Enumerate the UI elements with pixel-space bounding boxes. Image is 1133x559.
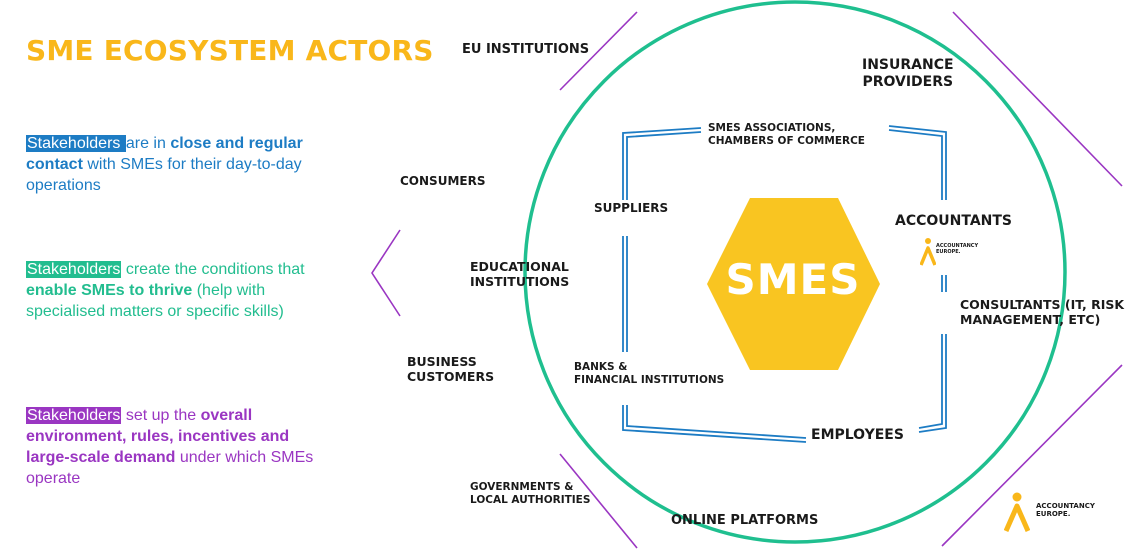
label-line: LOCAL AUTHORITIES (470, 493, 591, 506)
accountancy-europe-icon (1003, 492, 1031, 533)
label-line: BANKS & (574, 361, 628, 373)
label-line: SMES ASSOCIATIONS, (708, 122, 836, 134)
logo-line: ACCOUNTANCY (1036, 502, 1095, 510)
accountancy-europe-logo-small: ACCOUNTANCY EUROPE. (919, 238, 978, 271)
label-line: INSURANCE (862, 57, 954, 73)
text-segment: are in (125, 135, 171, 152)
stakeholders-close-contact-text: Stakeholders are in close and regular co… (26, 133, 326, 196)
text-segment: (help with specialised matters or specif… (26, 282, 284, 320)
stakeholders-highlight: Stakeholders (26, 261, 122, 278)
inner-square (622, 125, 947, 443)
logo-line: EUROPE. (936, 249, 961, 255)
consumers-label: CONSUMERS (400, 174, 486, 188)
label-line: PROVIDERS (862, 74, 954, 91)
label-line: EDUCATIONAL (470, 259, 569, 274)
smes-hexagon (707, 198, 880, 370)
educational-institutions-label: EDUCATIONAL INSTITUTIONS (470, 259, 569, 290)
online-platforms-label: ONLINE PLATFORMS (671, 513, 819, 528)
page-title: SME ECOSYSTEM ACTORS (26, 34, 434, 67)
stakeholders-environment-text: Stakeholders set up the overall environm… (26, 405, 326, 489)
employees-label: EMPLOYEES (811, 427, 904, 443)
emphasis-text: overall environment, rules, incentives a… (26, 407, 290, 466)
stakeholders-highlight: Stakeholders (26, 407, 122, 424)
stakeholders-highlight: Stakeholders (26, 135, 126, 152)
accountants-label: ACCOUNTANTS (895, 213, 1013, 229)
suppliers-label: SUPPLIERS (594, 201, 669, 215)
accountancy-europe-icon (919, 238, 937, 266)
label-line: CUSTOMERS (407, 369, 495, 385)
smes-associations-label: SMES ASSOCIATIONS, CHAMBERS OF COMMERCE (708, 122, 865, 148)
smes-center-label: SMES (725, 255, 861, 304)
logo-wordmark: ACCOUNTANCY EUROPE. (936, 243, 978, 255)
label-line: MANAGEMENT, ETC) (960, 312, 1101, 328)
stakeholders-enable-text: Stakeholders create the conditions that … (26, 259, 326, 322)
label-line: INSTITUTIONS (470, 274, 570, 290)
label-line: BUSINESS (407, 354, 477, 369)
logo-wordmark: ACCOUNTANCY EUROPE. (1036, 502, 1095, 518)
consultants-label: CONSULTANTS (IT, RISK MANAGEMENT, ETC) (960, 297, 1124, 328)
emphasis-text: close and regular contact (26, 135, 303, 173)
logo-line: ACCOUNTANCY (936, 243, 979, 249)
emphasis-text: enable SMEs to thrive (26, 282, 193, 299)
business-customers-label: BUSINESS CUSTOMERS (407, 354, 494, 385)
environment-circle (523, 0, 1067, 544)
insurance-providers-label: INSURANCE PROVIDERS (862, 57, 954, 91)
label-line: FINANCIAL INSTITUTIONS (574, 373, 725, 386)
text-segment: create the conditions that (121, 261, 305, 278)
label-line: CHAMBERS OF COMMERCE (708, 134, 865, 147)
text-segment: with SMEs for their day-to-day operation… (26, 156, 302, 194)
label-line: GOVERNMENTS & (470, 481, 574, 493)
banks-label: BANKS & FINANCIAL INSTITUTIONS (574, 361, 724, 387)
text-segment: set up the (121, 407, 201, 424)
accountancy-europe-logo: ACCOUNTANCY EUROPE. (1003, 492, 1095, 537)
eu-institutions-label: EU INSTITUTIONS (462, 42, 590, 57)
logo-line: EUROPE. (1036, 510, 1071, 518)
label-line: CONSULTANTS (IT, RISK (960, 297, 1125, 312)
outer-frame (371, 11, 1123, 549)
governments-label: GOVERNMENTS & LOCAL AUTHORITIES (470, 481, 590, 507)
text-segment: under which SMEs operate (26, 449, 314, 487)
